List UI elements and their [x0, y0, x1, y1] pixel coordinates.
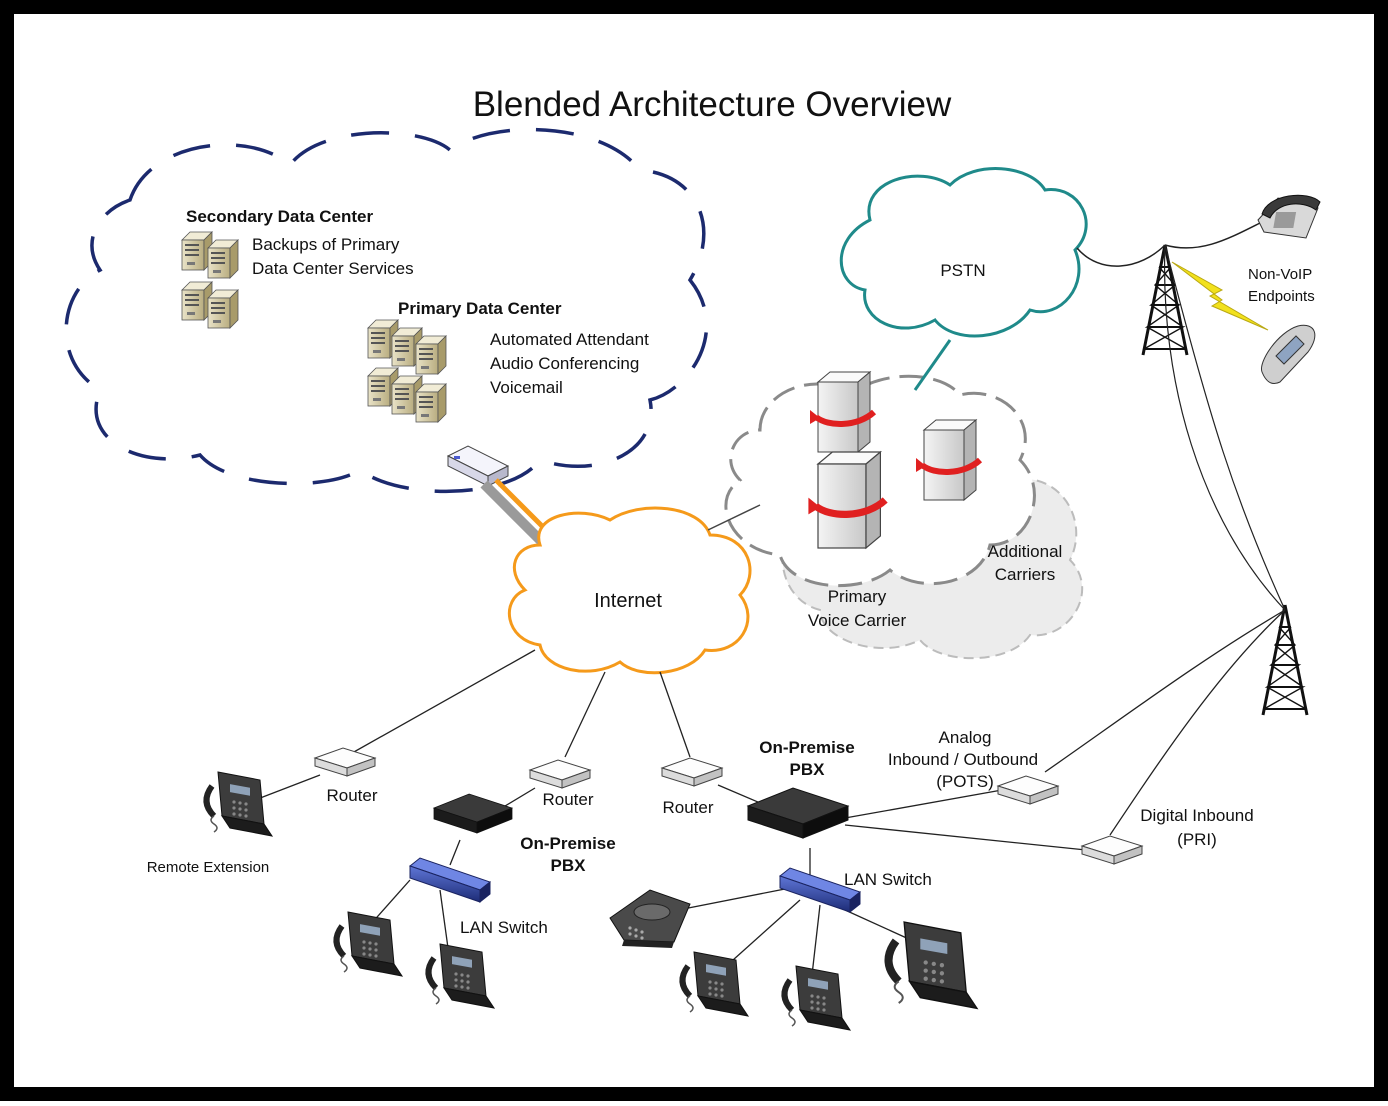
internet-router3-link	[659, 671, 691, 758]
router1-phone-link	[254, 774, 321, 801]
primary-carrier-line1: Primary	[828, 587, 887, 606]
router-3-icon	[661, 757, 723, 787]
analog-line1: Analog	[939, 728, 992, 747]
pri-tower-link	[1109, 609, 1286, 836]
pbx-2-icon	[747, 787, 849, 839]
additional-carriers-line1: Additional	[988, 542, 1063, 561]
pbx2-pots-link	[844, 789, 1003, 819]
pstn-tower-link	[1076, 244, 1166, 267]
internet-carrier-link	[707, 504, 761, 531]
internet-router1-link	[344, 649, 536, 758]
digital-line2: (PRI)	[1177, 830, 1217, 849]
router-2-label: Router	[542, 790, 593, 809]
router3-pbx-link	[717, 784, 766, 806]
pots-tower-link	[1044, 609, 1286, 773]
desk-phone-icon	[428, 944, 494, 1008]
dc-gateway-icon	[446, 445, 510, 487]
pbx-1-icon	[433, 793, 513, 834]
digital-line1: Digital Inbound	[1140, 806, 1253, 825]
desk-phone-icon	[682, 952, 748, 1016]
diagram-title: Blended Architecture Overview	[473, 85, 952, 124]
switch2-phone-link-a	[732, 899, 801, 961]
analog-line3: (POTS)	[936, 772, 994, 791]
internet-label: Internet	[594, 590, 662, 612]
pbx-2-line1: On-Premise	[759, 738, 854, 757]
router-3-label: Router	[662, 798, 713, 817]
secondary-dc-line1: Backups of Primary	[252, 235, 400, 254]
non-voip-line1: Non-VoIP	[1248, 266, 1312, 283]
switch1-phone-link-b	[439, 889, 449, 949]
wireless-bolt-icon	[1171, 261, 1269, 331]
landline-phone-icon	[1257, 194, 1321, 239]
primary-dc-line2: Audio Conferencing	[490, 354, 639, 373]
non-voip-line2: Endpoints	[1248, 288, 1315, 305]
internet-cloud	[508, 506, 752, 675]
remote-extension-label: Remote Extension	[147, 859, 270, 876]
lan-switch-1-label: LAN Switch	[460, 918, 548, 937]
additional-carriers-line2: Carriers	[995, 565, 1055, 584]
pots-gateway-icon	[997, 775, 1059, 805]
pstn-cloud	[839, 167, 1088, 338]
secondary-dc-heading: Secondary Data Center	[186, 207, 373, 226]
secondary-server-stack-icon	[181, 231, 239, 329]
tower-tower-link-2	[1164, 244, 1286, 611]
remote-phone-icon	[206, 772, 272, 836]
desk-phone-icon	[784, 966, 850, 1030]
pbx1-switch-link	[449, 839, 461, 866]
primary-dc-line1: Automated Attendant	[490, 330, 649, 349]
pbx-2-line2: PBX	[790, 760, 826, 779]
data-center-cloud	[64, 127, 709, 494]
pstn-connector	[913, 339, 952, 391]
primary-dc-line3: Voicemail	[490, 378, 563, 397]
pbx-1-line2: PBX	[551, 856, 587, 875]
router-1-label: Router	[326, 786, 377, 805]
tower-tower-link	[1163, 244, 1286, 611]
primary-server-stack-icon	[367, 319, 447, 423]
executive-phone-icon	[889, 922, 977, 1008]
tower-phone-link	[1164, 221, 1263, 249]
conference-phone-icon	[609, 889, 691, 948]
primary-carrier-line2: Voice Carrier	[808, 611, 907, 630]
pbx-1-line1: On-Premise	[520, 834, 615, 853]
router-1-icon	[314, 747, 376, 777]
pstn-label: PSTN	[940, 261, 985, 280]
router-2-icon	[529, 759, 591, 789]
mobile-phone-icon	[1261, 324, 1316, 385]
switch2-phone-link-b	[811, 904, 821, 976]
tower-lower-icon	[1261, 603, 1309, 717]
analog-line2: Inbound / Outbound	[888, 750, 1038, 769]
secondary-dc-line2: Data Center Services	[252, 259, 414, 278]
desk-phone-icon	[336, 912, 402, 976]
internet-router2-link	[564, 671, 606, 758]
pbx2-pri-link	[844, 824, 1087, 851]
lan-switch-2-label: LAN Switch	[844, 870, 932, 889]
primary-dc-heading: Primary Data Center	[398, 299, 562, 318]
pri-gateway-icon	[1081, 835, 1143, 865]
